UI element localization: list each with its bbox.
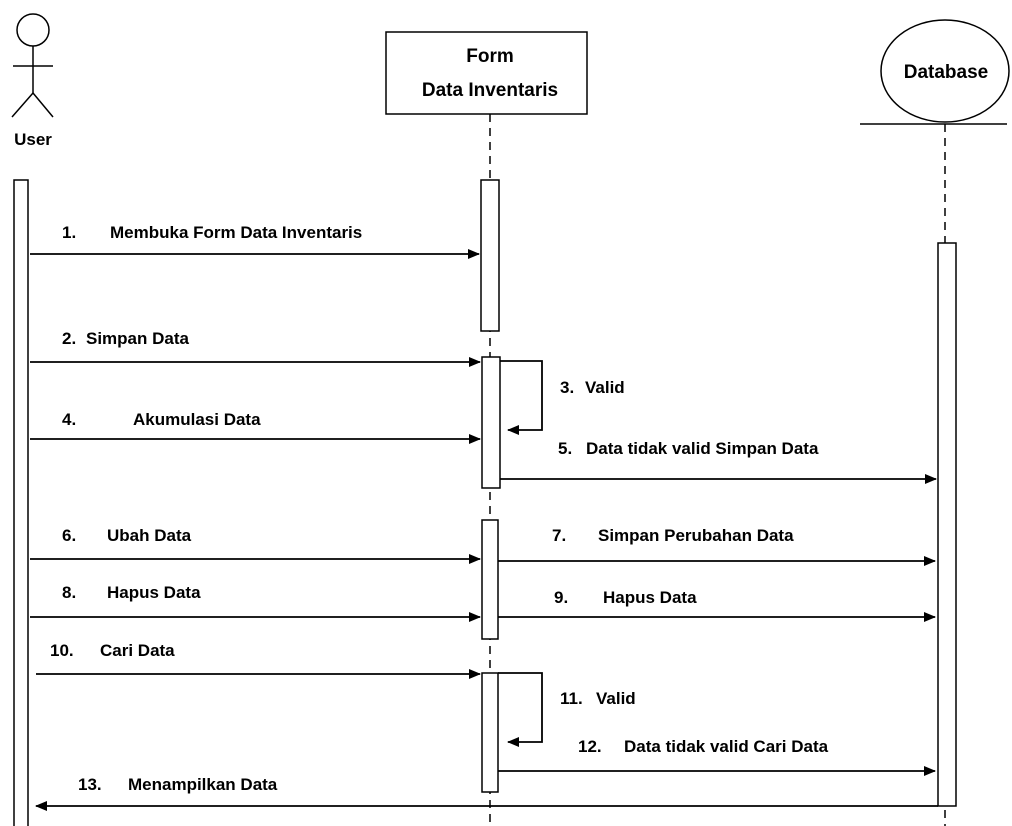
user-actor-head (16, 13, 50, 47)
form-activation-bar-3 (481, 519, 499, 640)
message-7-label: Simpan Perubahan Data (598, 526, 794, 545)
user-actor-leg-right (32, 92, 54, 118)
message-8-number: 8. (62, 583, 76, 602)
message-10-label: Cari Data (100, 641, 175, 660)
form-activation-bar-4 (481, 672, 499, 793)
message-11-number: 11. (560, 689, 583, 708)
message-1-number: 1. (62, 223, 76, 242)
message-8-label: Hapus Data (107, 583, 201, 602)
message-7-number: 7. (552, 526, 566, 545)
message-1-label: Membuka Form Data Inventaris (110, 223, 362, 242)
message-5-label: Data tidak valid Simpan Data (586, 439, 819, 458)
message-12-number: 12. (578, 737, 602, 756)
database-activation-bar (937, 242, 957, 807)
message-10-number: 10. (50, 641, 74, 660)
form-activation-bar-2 (481, 356, 501, 489)
user-actor (11, 13, 54, 118)
user-actor-leg-left (11, 92, 34, 118)
database-label: Database (904, 62, 989, 83)
message-9-label: Hapus Data (603, 588, 697, 607)
database-entity-circle (880, 19, 1010, 123)
message-13-label: Menampilkan Data (128, 775, 278, 794)
message-9-number: 9. (554, 588, 568, 607)
form-activation-bar-1 (480, 179, 500, 332)
message-6-number: 6. (62, 526, 76, 545)
message-12-label: Data tidak valid Cari Data (624, 737, 829, 756)
message-3-label: Valid (585, 378, 625, 397)
message-13-number: 13. (78, 775, 102, 794)
message-3-arrow (500, 360, 543, 435)
message-3-number: 3. (560, 378, 574, 397)
message-2-number: 2. (62, 329, 76, 348)
form-participant-label-line1: Form (466, 46, 514, 67)
form-participant-label-line2: Data Inventaris (422, 80, 558, 101)
message-5-number: 5. (558, 439, 572, 458)
message-2-label: Simpan Data (86, 329, 190, 348)
message-11-label: Valid (596, 689, 636, 708)
message-6-label: Ubah Data (107, 526, 192, 545)
message-4-number: 4. (62, 410, 76, 429)
user-activation-bar (13, 179, 29, 826)
form-participant-box (385, 31, 588, 115)
message-11-arrow (498, 672, 543, 747)
message-4-label: Akumulasi Data (133, 410, 261, 429)
user-label: User (14, 130, 52, 149)
